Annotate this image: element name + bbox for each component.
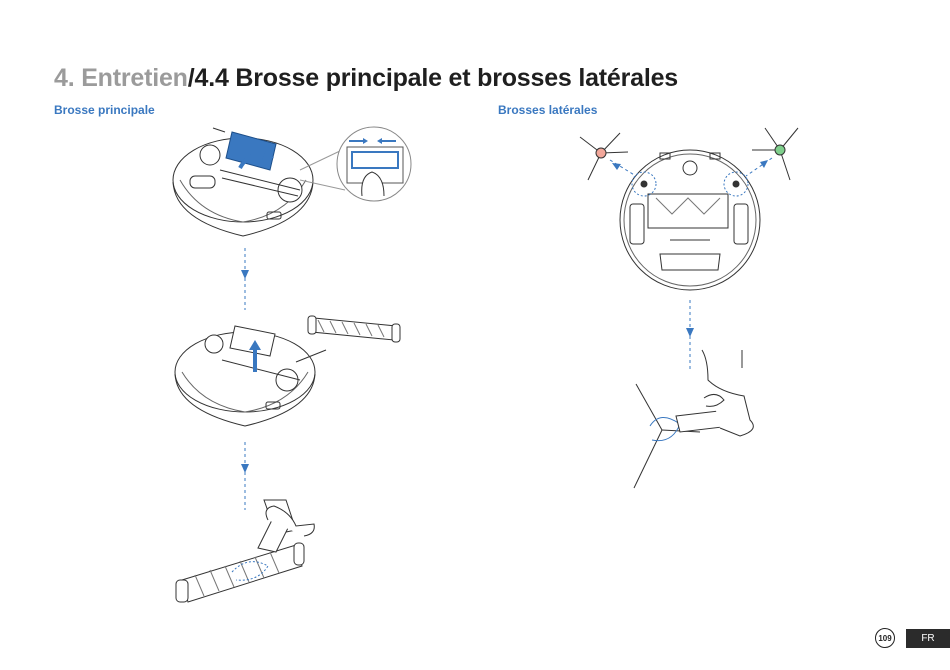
language-badge: FR bbox=[906, 629, 950, 648]
right-side-brush-illustration bbox=[746, 128, 798, 180]
main-brush-removed-illustration bbox=[308, 316, 400, 342]
step-arrow-head bbox=[686, 328, 694, 337]
cover-clip-zoom-illustration bbox=[300, 127, 411, 201]
brush-cleaning-illustration bbox=[176, 500, 314, 602]
page-number-badge: 109 bbox=[875, 628, 895, 648]
robot-open-cover-illustration bbox=[173, 128, 313, 236]
step-arrow-head bbox=[241, 464, 249, 473]
side-brush-cleaning-illustration bbox=[634, 350, 753, 488]
step-arrow-head bbox=[241, 270, 249, 279]
robot-remove-brush-illustration bbox=[175, 326, 326, 426]
left-side-brush-illustration bbox=[580, 133, 636, 180]
robot-bottom-illustration bbox=[620, 150, 760, 290]
